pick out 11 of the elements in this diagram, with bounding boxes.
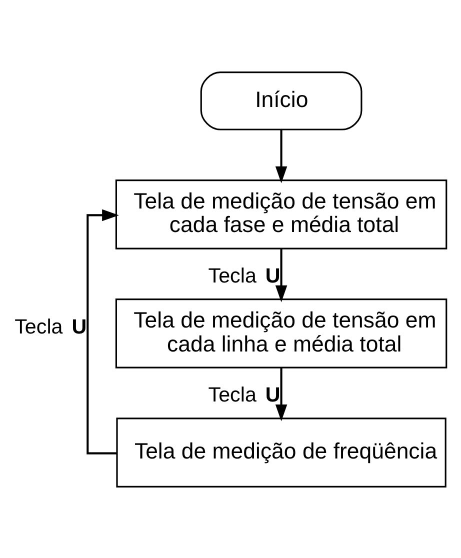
arrow	[275, 248, 288, 302]
arrow	[275, 129, 288, 183]
node-box: Tela de medição de freqüência	[116, 417, 446, 487]
edge-label: Tecla U	[208, 383, 280, 406]
node-box: Tela de medição de tensão em cada linha e média total	[115, 298, 448, 368]
node-box: Tela de medição de tensão em cada fase e média total	[115, 179, 448, 249]
node-box: Início	[200, 71, 362, 130]
arrow	[275, 367, 288, 421]
edge-label: Tecla U	[208, 264, 280, 288]
edge-label: Tecla U	[14, 315, 87, 338]
arrow	[86, 208, 119, 454]
